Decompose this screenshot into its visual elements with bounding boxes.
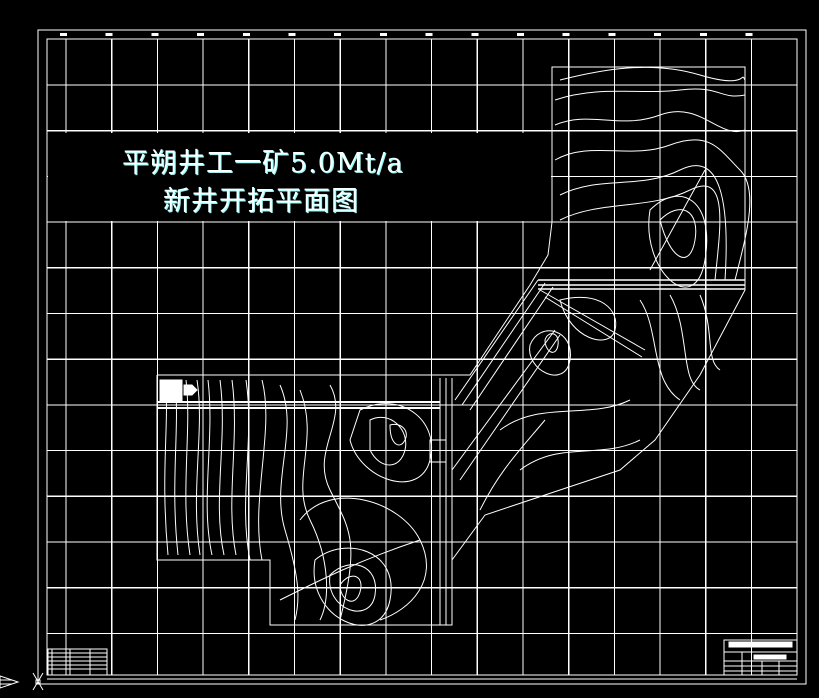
main-roadway-west (157, 401, 440, 409)
branch-roadway (539, 289, 646, 358)
grid-tick-label (745, 33, 753, 36)
outer-frame (37, 29, 807, 685)
grid-tick-label (517, 33, 524, 36)
grid-tick-label (288, 33, 296, 36)
direction-arrow (183, 384, 198, 396)
grid-tick-label (151, 33, 159, 36)
grid-tick-label (379, 33, 387, 36)
main-roadway-north (538, 279, 745, 290)
title-block (723, 639, 798, 676)
grid-tick-label (60, 33, 67, 36)
drawing-title-box: 平朔井工一矿5.0Mt/a 新井开拓平面图 (48, 133, 551, 221)
grid-tick-label (334, 33, 342, 36)
grid-tick-label (105, 33, 113, 36)
contour-lines (164, 66, 751, 626)
grid-tick-label (425, 33, 433, 36)
main-roadway-south (439, 378, 453, 625)
grid-tick-label (471, 33, 479, 36)
mine-layout (156, 66, 751, 626)
shaft-block (159, 379, 183, 403)
inclined-roadway (451, 279, 561, 481)
field-boundary (156, 66, 746, 626)
coordinate-grid (47, 33, 797, 680)
industrial-square (429, 439, 447, 463)
legend-table (47, 648, 108, 676)
grid-tick-label (242, 33, 250, 36)
grid-tick-label (608, 33, 616, 36)
grid-tick-label (197, 33, 205, 36)
grid-tick-label (699, 33, 707, 36)
crosshair-cursor-icon (32, 672, 44, 691)
diagonal-line (649, 169, 706, 271)
drawing-title-line1: 平朔井工一矿5.0Mt/a (122, 148, 404, 179)
grid-tick-label (562, 33, 570, 36)
drawing-title-line2: 新井开拓平面图 (163, 186, 359, 217)
grid-tick-label (654, 33, 662, 36)
ucs-arrow-icon (0, 675, 20, 689)
inner-frame (46, 38, 798, 676)
